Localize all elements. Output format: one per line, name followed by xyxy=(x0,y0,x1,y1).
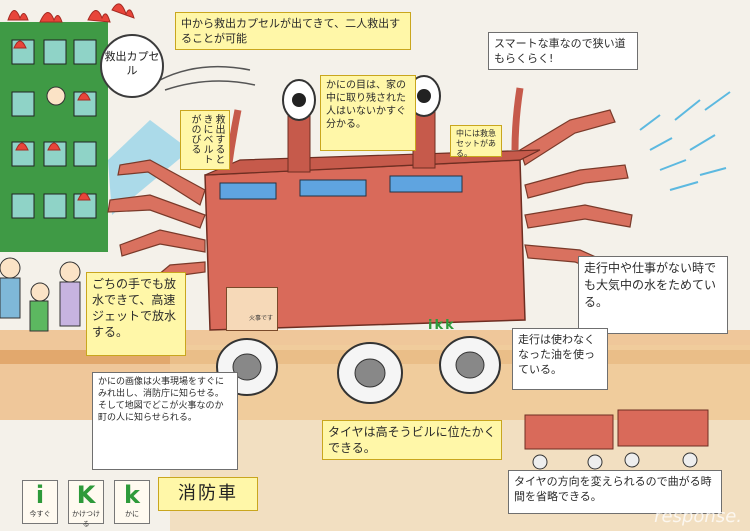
note-inside-supplies: 中には救急セットがある。 xyxy=(450,125,502,158)
logo-tile-i-caption: 今すぐ xyxy=(29,510,51,518)
fire-sign-panel: 火事です xyxy=(226,287,278,331)
fire-flames xyxy=(7,3,135,201)
logo-tile-k2-letter: k xyxy=(124,481,140,509)
roof-hatch-2 xyxy=(299,179,367,197)
roof-hatch-3 xyxy=(389,175,463,193)
roof-hatch-1 xyxy=(219,182,277,200)
note-smart-car: スマートな車なので狭い道もらくらく! xyxy=(488,32,638,70)
rescue-capsule: 救出カプセル xyxy=(100,34,164,98)
note-crab-eyes: かにの目は、家の中に取り残された人はいないかすぐ分かる。 xyxy=(320,75,416,151)
note-fuel: 走行は使わなくなった油を使っている。 xyxy=(512,328,608,390)
fire-sign-text: 火事です xyxy=(248,315,273,322)
bystanders xyxy=(0,257,81,332)
logo-tile-i: i 今すぐ xyxy=(22,480,58,524)
truck-body-logo: ikk xyxy=(428,318,456,333)
note-tires: タイヤは高そうビルに位たかくできる。 xyxy=(322,420,502,460)
page-title: 消防車 xyxy=(158,477,258,511)
note-water-tank: 走行中や仕事がない時でも大気中の水をためている。 xyxy=(578,256,728,334)
crab-arms-right xyxy=(519,109,633,281)
logo-tile-k1-letter: K xyxy=(76,481,96,509)
crab-eyes xyxy=(282,75,441,173)
trapped-person xyxy=(46,86,66,106)
logo-tile-i-letter: i xyxy=(35,481,45,509)
logo-tile-k1: K かけつける xyxy=(68,480,104,528)
capsule-motion-lines xyxy=(159,65,256,91)
direction-carts xyxy=(524,409,709,470)
note-capsule-rescue: 中から救出カプセルが出てきて、二人救出することが可能 xyxy=(175,12,411,50)
note-wheels-direction: タイヤの方向を変えられるので曲がる時間を省略できる。 xyxy=(508,470,722,514)
logo-tile-k2: k かに xyxy=(114,480,150,524)
antenna-right xyxy=(511,87,524,151)
watermark-text: response. xyxy=(654,506,742,527)
logo-tile-k2-caption: かに xyxy=(125,510,139,518)
note-rescue-arms: 救出するときにベルトがのびる xyxy=(180,110,230,170)
note-camera: かにの画像は火事現場をすぐにみれ出し、消防庁に知らせる。そして地図でどこが火事な… xyxy=(92,372,238,470)
note-water-spray: ごちの手でも放水できて、高速ジェットで放水する。 xyxy=(86,272,186,356)
logo-tile-k1-caption: かけつける xyxy=(72,510,100,528)
burning-building xyxy=(0,22,108,252)
truck-wheels xyxy=(216,336,501,404)
water-spray-right xyxy=(639,91,731,191)
